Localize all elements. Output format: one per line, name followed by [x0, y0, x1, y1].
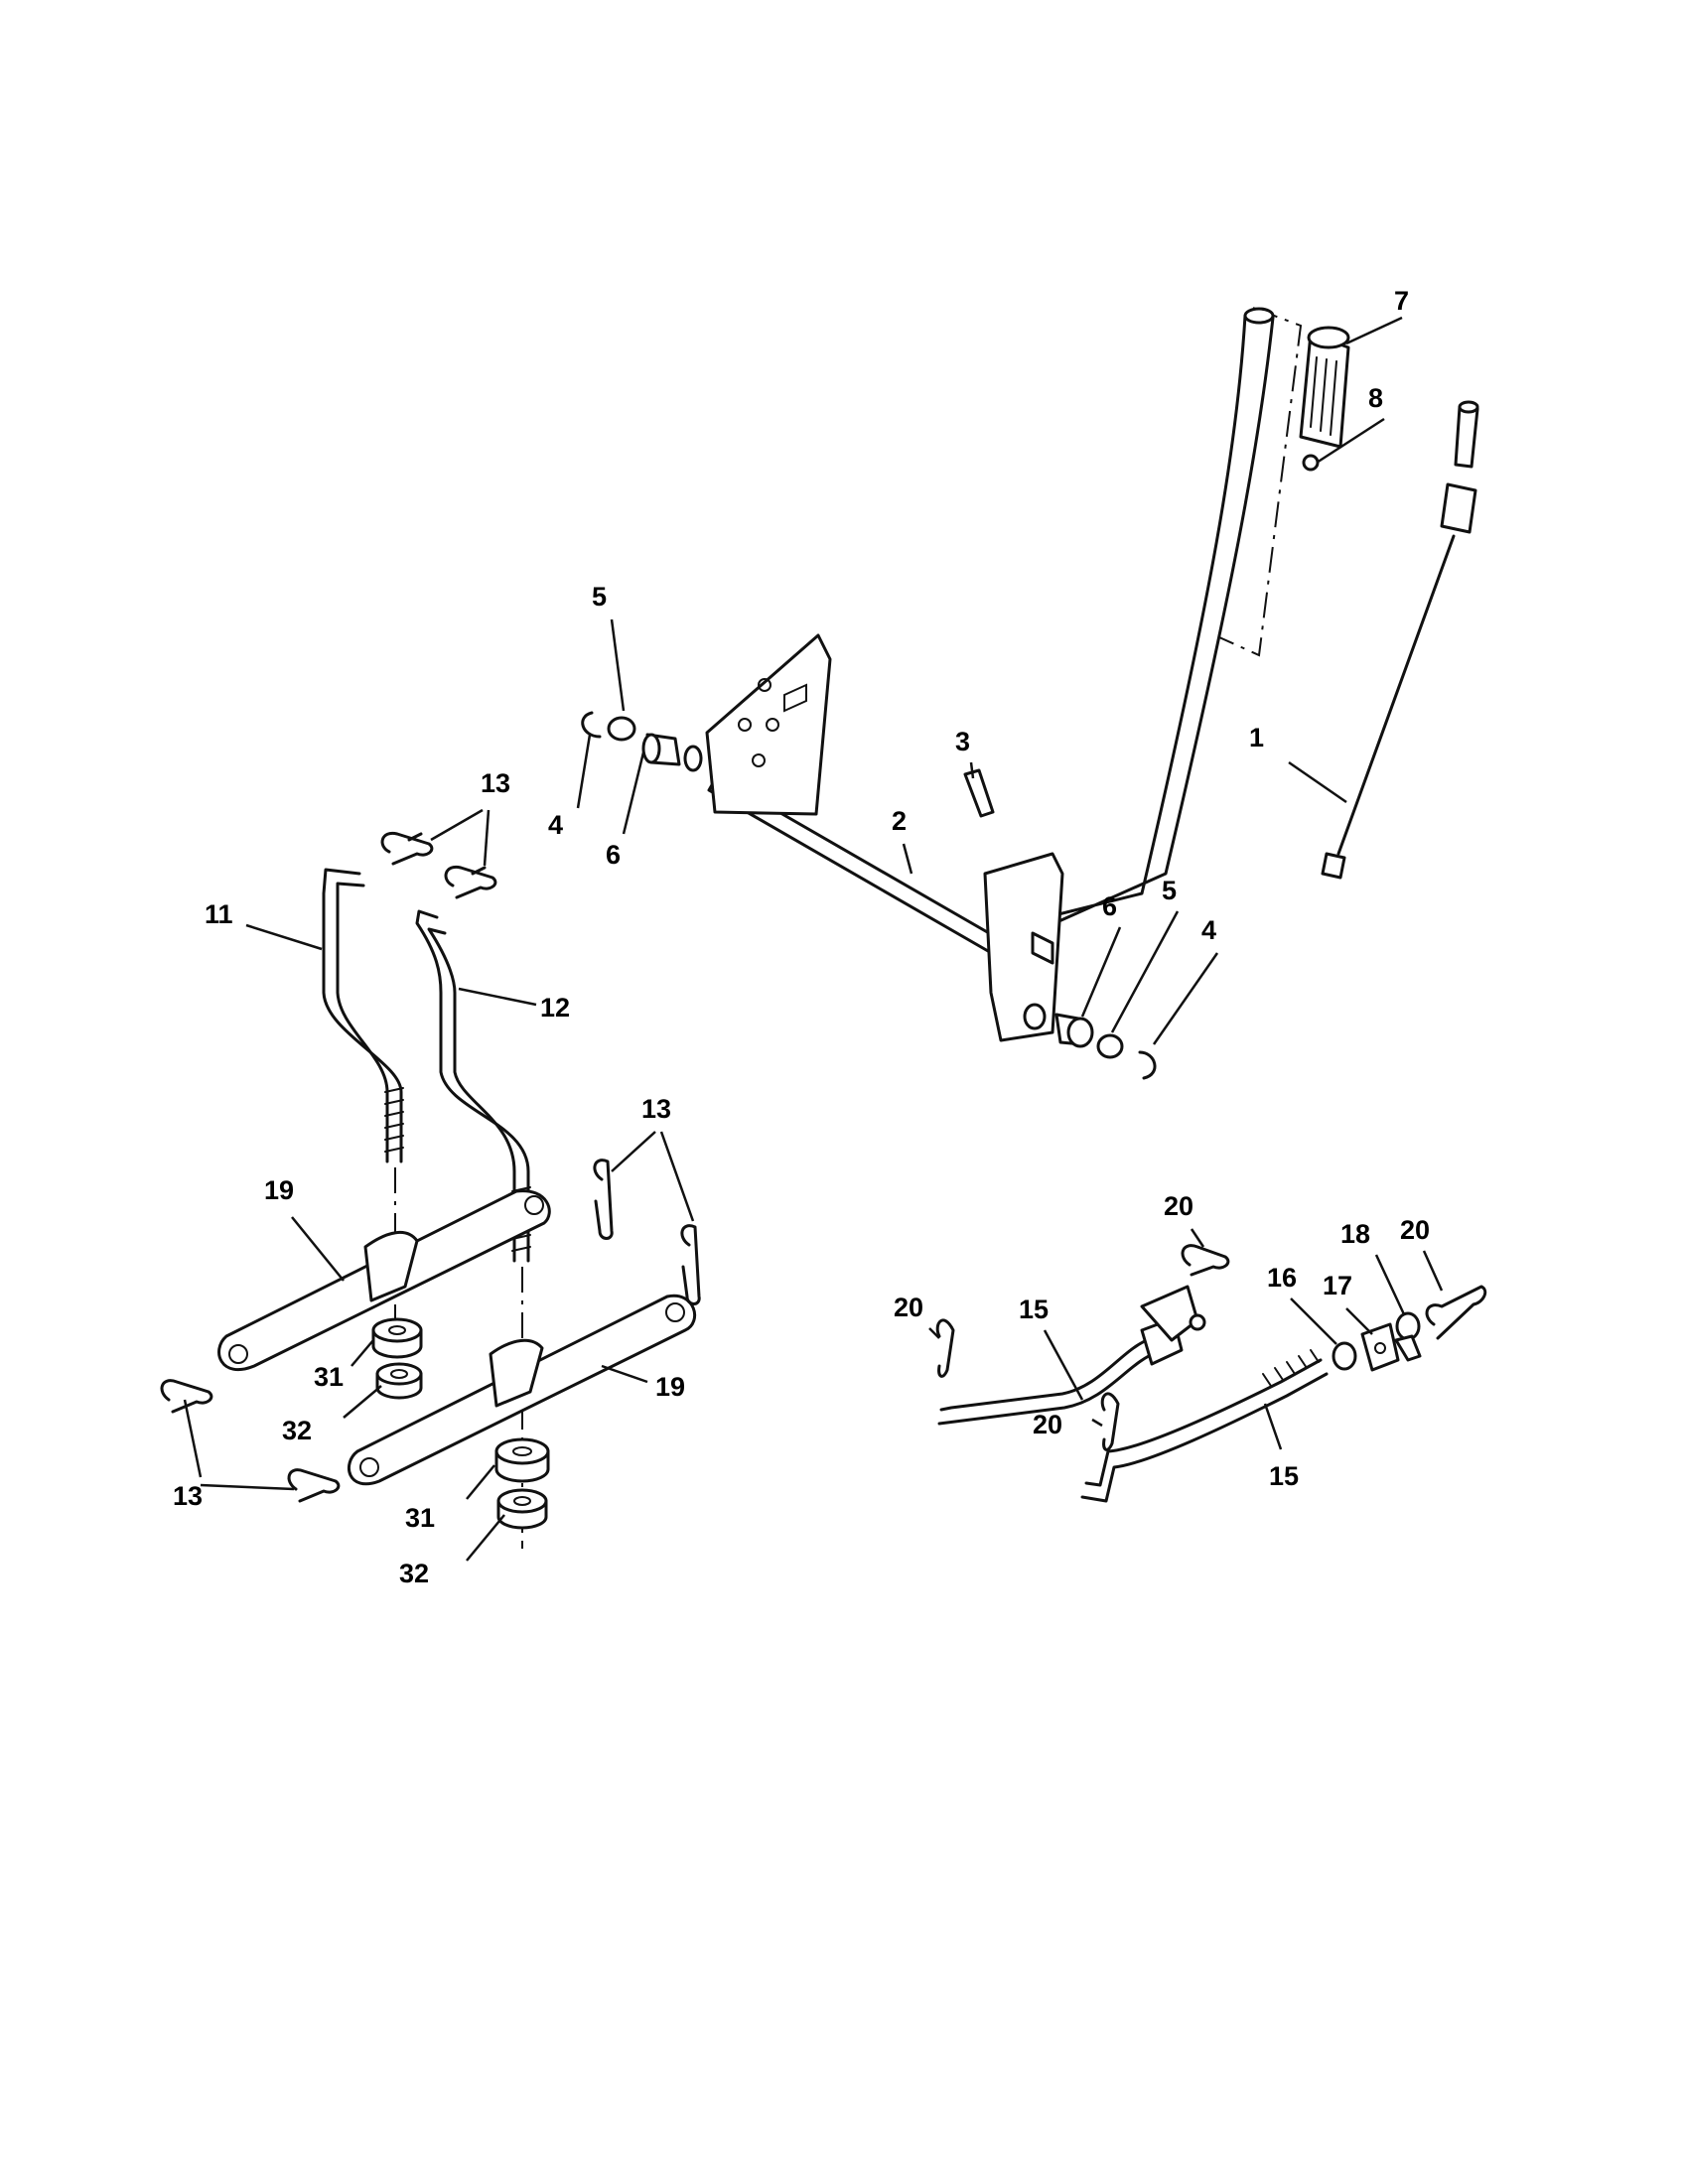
block-17: [1360, 1322, 1400, 1372]
callout-8: 8: [1368, 383, 1383, 413]
callout-15-upper: 15: [1019, 1295, 1049, 1324]
cable: [1321, 400, 1479, 880]
lift-link-11: [322, 868, 403, 1163]
leader-lines: [183, 316, 1444, 1562]
handle-grip: [1299, 326, 1350, 449]
hairpin-13-e: [160, 1379, 213, 1414]
callout-19-lower: 19: [655, 1372, 685, 1402]
callout-32-upper: 32: [282, 1416, 312, 1445]
bushing-left: [641, 733, 703, 772]
spacer-31-upper: [371, 1317, 423, 1359]
callout-31-upper: 31: [314, 1362, 344, 1392]
callout-31-lower: 31: [405, 1503, 435, 1533]
lift-link-12: [415, 909, 530, 1263]
callout-1: 1: [1249, 723, 1264, 752]
callout-13-bottom: 13: [173, 1481, 203, 1511]
callout-20-d: 20: [1400, 1215, 1430, 1245]
washer-left: [607, 716, 636, 742]
lift-link-11-inner: [336, 882, 389, 1163]
callout-13-top: 13: [481, 768, 510, 798]
hairpin-20-a: [935, 1318, 955, 1378]
hairpin-20-b: [1181, 1244, 1230, 1277]
hairpin-13-b: [444, 865, 497, 899]
callout-4-left: 4: [548, 810, 563, 840]
washer-right: [1096, 1033, 1124, 1059]
callout-20-a: 20: [894, 1293, 923, 1322]
hairpin-13-c: [593, 1159, 614, 1240]
callout-20-c: 20: [1033, 1410, 1062, 1439]
hairpin-20-d: [1425, 1285, 1487, 1340]
callout-13-mid: 13: [641, 1094, 671, 1124]
callout-6-left: 6: [606, 840, 621, 870]
hairpin-13-d: [680, 1224, 701, 1305]
rod-15-lower: [1080, 1349, 1329, 1503]
washer-16: [1332, 1341, 1357, 1371]
lift-shaft-assembly: [705, 307, 1275, 1042]
spacer-31-lower: [494, 1437, 550, 1483]
rod-15-upper: [937, 1285, 1206, 1426]
callout-11: 11: [205, 899, 233, 929]
nut-32-upper: [375, 1362, 423, 1400]
e-clip-right: [1138, 1050, 1157, 1080]
callout-15-lower: 15: [1269, 1461, 1299, 1491]
hairpin-20-c: [1100, 1392, 1120, 1451]
callout-12: 12: [540, 993, 570, 1023]
part-18: [1394, 1311, 1422, 1362]
callout-16: 16: [1267, 1263, 1297, 1293]
lift-arm-lower: [348, 1294, 697, 1486]
lift-arm-upper: [217, 1189, 551, 1372]
cap-part-8: [1302, 454, 1320, 472]
callout-20-b: 20: [1164, 1191, 1193, 1221]
roll-pin: [963, 768, 995, 818]
e-clip-left: [581, 711, 602, 739]
callout-5-right: 5: [1162, 876, 1177, 905]
nut-32-lower: [496, 1488, 548, 1530]
callout-7: 7: [1394, 286, 1409, 316]
callout-3: 3: [955, 727, 970, 756]
callout-17: 17: [1323, 1271, 1352, 1300]
bushing-right: [1054, 1013, 1094, 1048]
thread-11: [384, 1087, 404, 1153]
callout-32-lower: 32: [399, 1559, 429, 1588]
hairpin-13-a: [380, 831, 434, 866]
callout-18: 18: [1340, 1219, 1370, 1249]
callout-2: 2: [892, 806, 907, 836]
hairpin-13-f: [287, 1468, 341, 1503]
callout-6-right: 6: [1102, 891, 1117, 921]
callout-4-right: 4: [1201, 915, 1216, 945]
lift-link-12-inner: [427, 927, 516, 1263]
callout-5-left: 5: [592, 582, 607, 612]
callout-19-upper: 19: [264, 1175, 294, 1205]
